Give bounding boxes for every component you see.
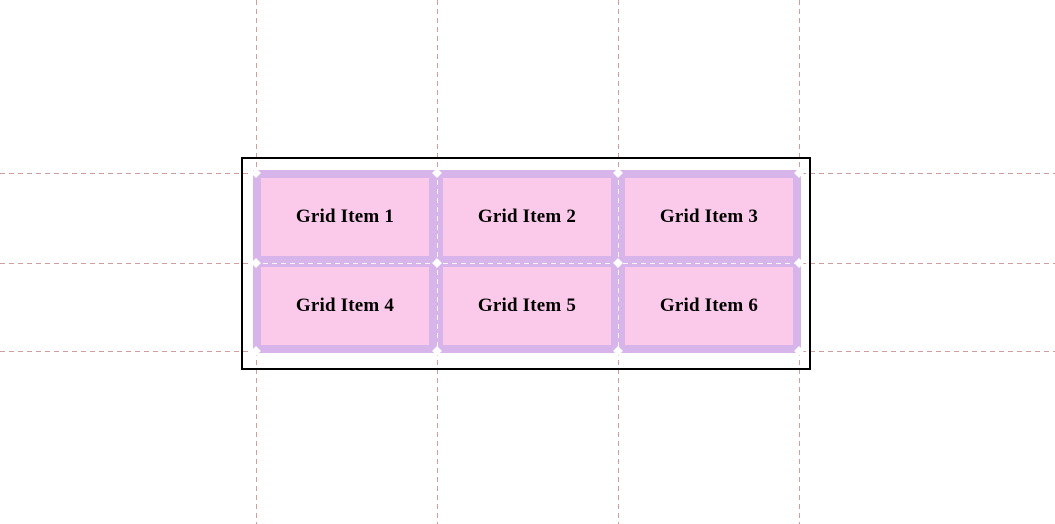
grid-item: Grid Item 2 (443, 178, 611, 256)
grid-item-label: Grid Item 2 (477, 206, 577, 227)
grid-overlay-area: Grid Item 1 Grid Item 2 Grid Item 3 Grid… (253, 170, 801, 353)
grid-item-label: Grid Item 4 (295, 295, 395, 316)
grid-item: Grid Item 4 (261, 267, 429, 345)
grid-item: Grid Item 5 (443, 267, 611, 345)
grid-item-label: Grid Item 3 (659, 206, 759, 227)
grid-item: Grid Item 3 (625, 178, 793, 256)
grid-item-label: Grid Item 1 (295, 206, 395, 227)
grid-item: Grid Item 6 (625, 267, 793, 345)
grid-gap-line-horizontal (254, 263, 800, 264)
grid-item: Grid Item 1 (261, 178, 429, 256)
grid-item-label: Grid Item 5 (477, 295, 577, 316)
grid-item-label: Grid Item 6 (659, 295, 759, 316)
grid-container (241, 157, 811, 370)
